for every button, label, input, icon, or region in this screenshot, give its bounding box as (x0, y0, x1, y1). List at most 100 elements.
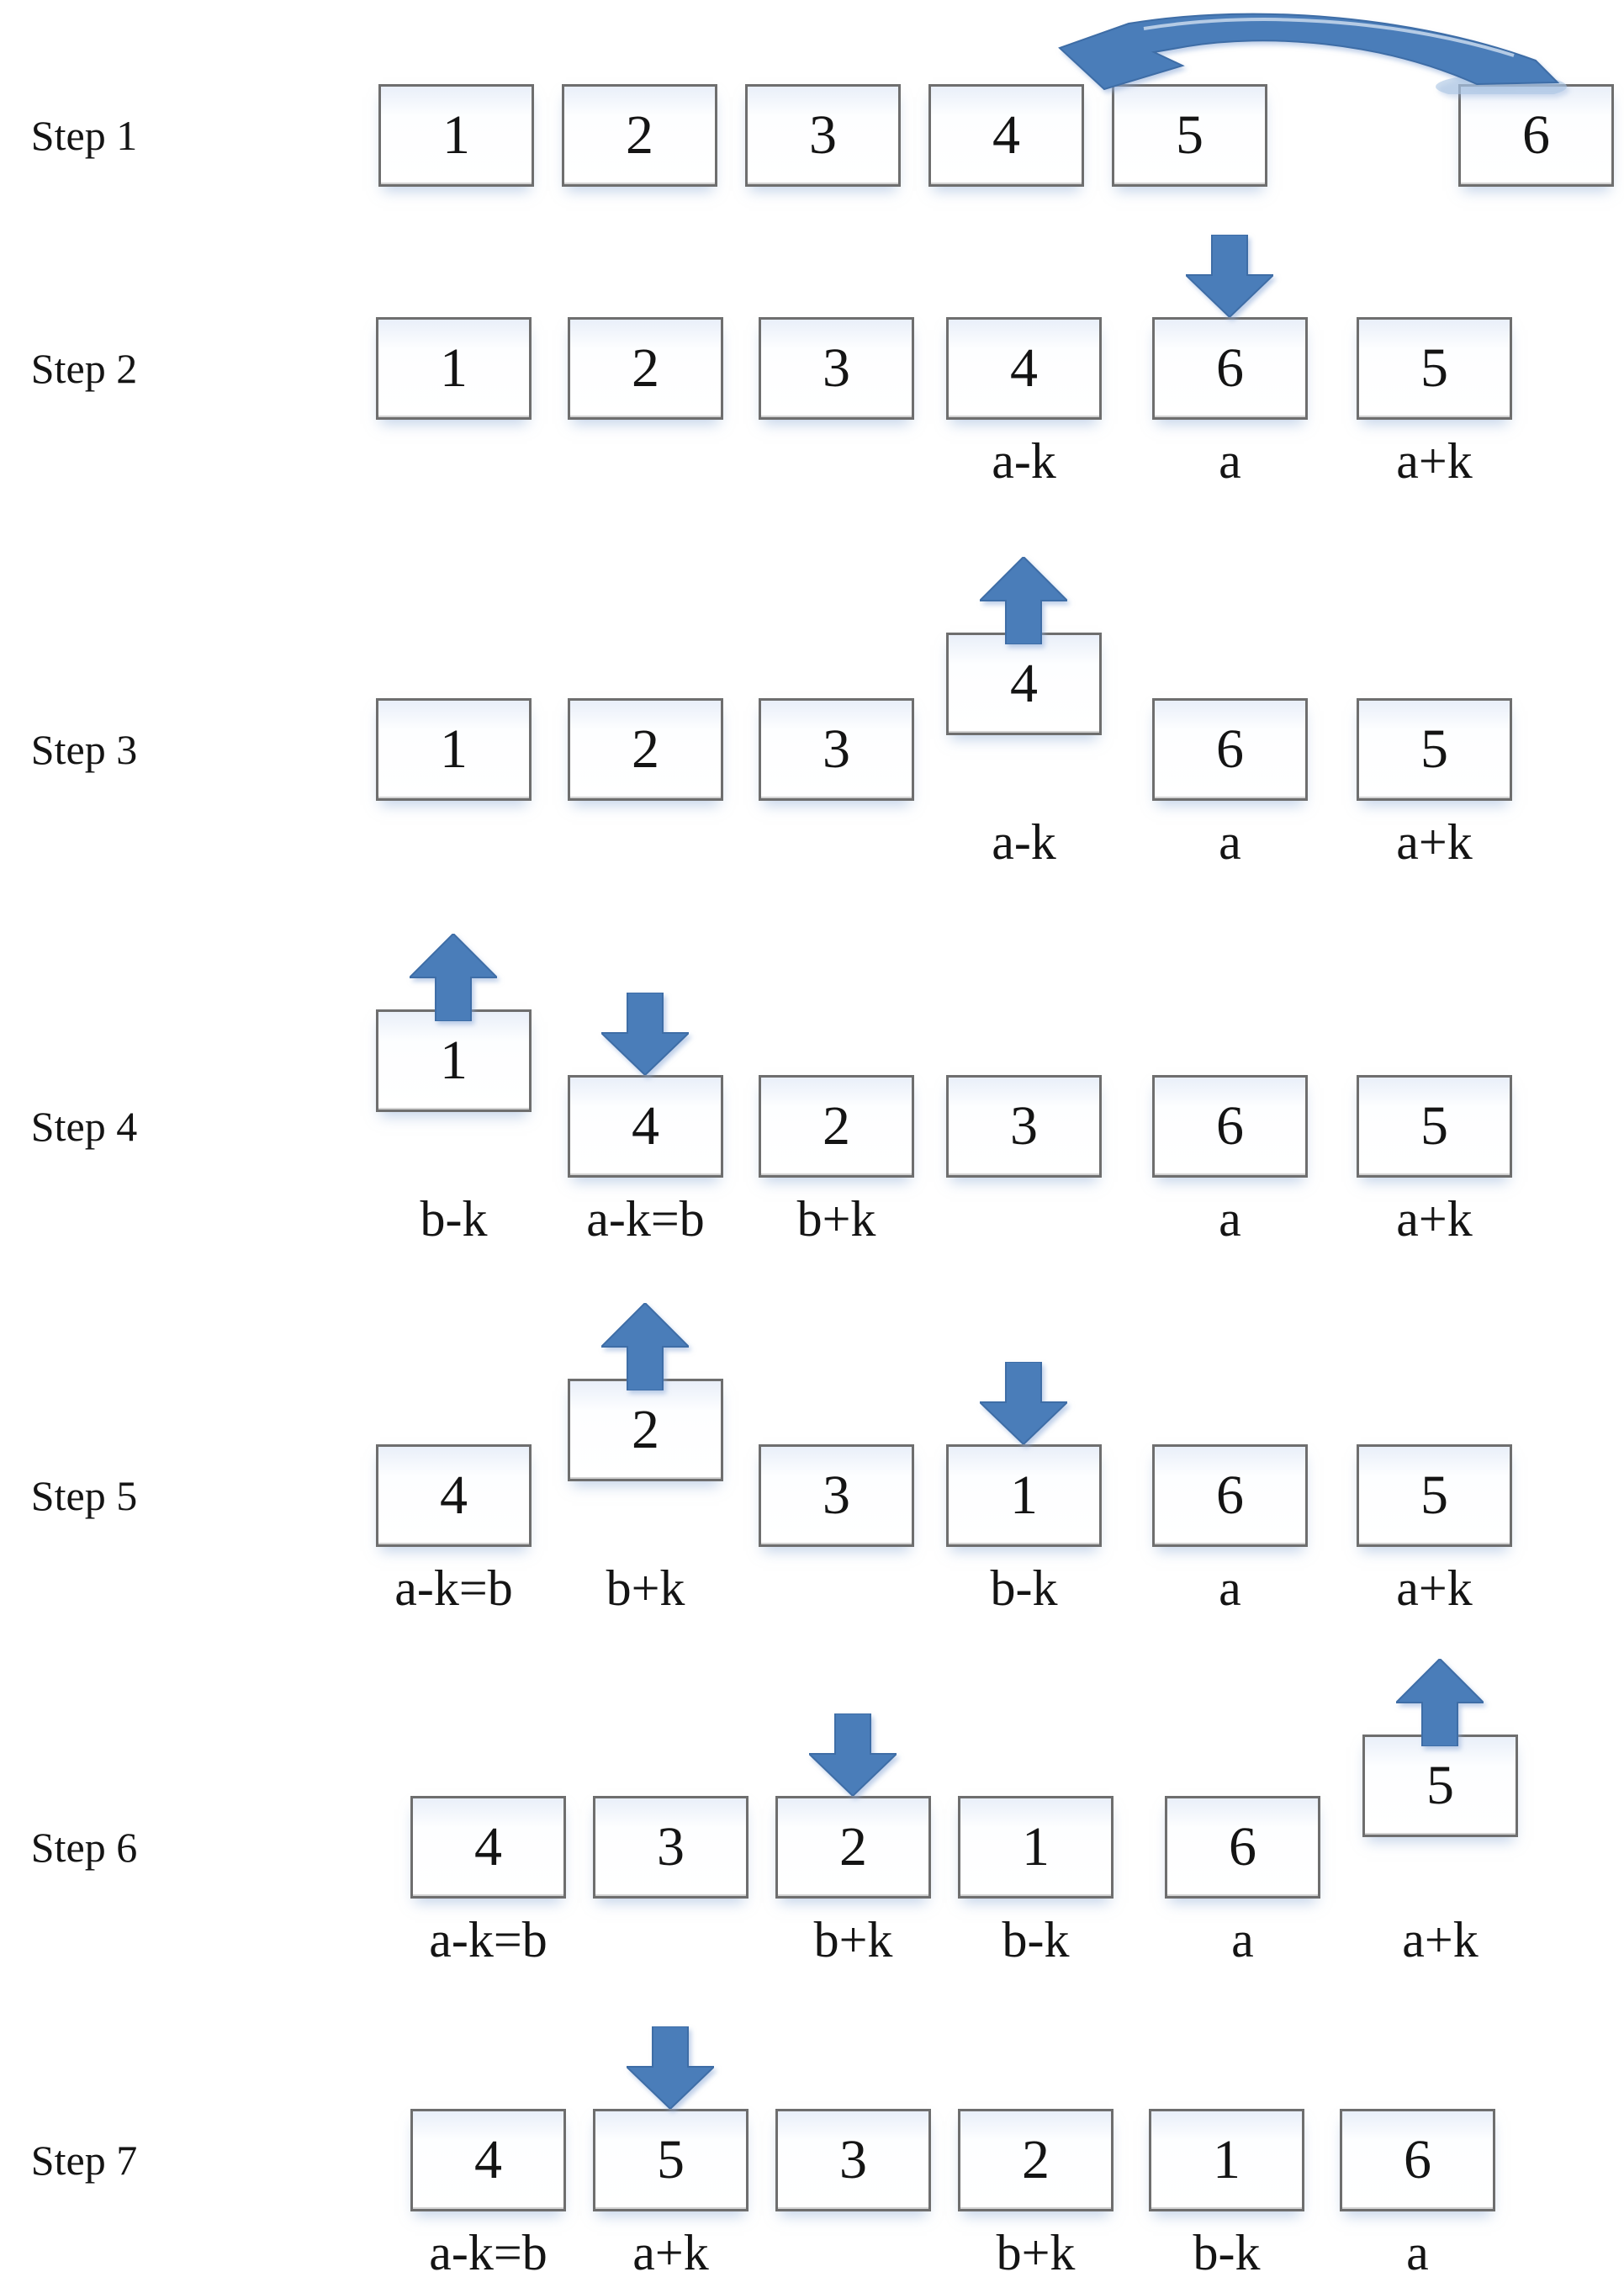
position-label: a+k (1396, 1191, 1473, 1247)
position-label: b-k (1002, 1912, 1070, 1968)
step-row-1: Step 1 1 2 3 4 5 6 (0, 13, 1624, 187)
box-number: 3 (823, 337, 850, 399)
position-label: a+k (1396, 1560, 1473, 1616)
position-label: a-k=b (586, 1191, 705, 1247)
element-box: 2 (958, 2109, 1114, 2211)
box-number: 3 (823, 718, 850, 780)
position-label: b+k (813, 1912, 893, 1968)
element-box: 6 (1152, 1444, 1308, 1547)
box-number: 6 (1216, 718, 1244, 780)
position-label: b-k (1193, 2225, 1261, 2280)
box-number: 1 (1010, 1464, 1038, 1526)
element-box-elevated: 4 (946, 633, 1102, 735)
step-label: Step 5 (30, 1472, 138, 1519)
step-label: Step 7 (30, 2137, 138, 2184)
position-label: b+k (796, 1191, 876, 1247)
box-number: 5 (1426, 1755, 1454, 1816)
element-box: 3 (745, 84, 901, 187)
box-number: 3 (1010, 1095, 1038, 1157)
position-label: a (1231, 1912, 1254, 1968)
box-number: 3 (839, 2129, 867, 2190)
step-label: Step 3 (30, 726, 138, 773)
box-number: 6 (1522, 104, 1550, 166)
step-label: Step 4 (30, 1103, 138, 1150)
box-number: 4 (992, 104, 1020, 166)
element-box: 3 (946, 1075, 1102, 1178)
box-number: 1 (442, 104, 470, 166)
up-arrow-icon (601, 1303, 689, 1390)
element-box: 6 (1165, 1796, 1320, 1899)
box-number: 5 (1420, 1095, 1448, 1157)
box-number: 4 (474, 2129, 502, 2190)
position-label: b+k (996, 2225, 1076, 2280)
box-number: 2 (823, 1095, 850, 1157)
down-arrow-icon (1186, 235, 1273, 317)
position-label: a-k=b (394, 1560, 513, 1616)
element-box: 3 (775, 2109, 931, 2211)
element-box: 1 (958, 1796, 1114, 1899)
element-box: 6 (1340, 2109, 1495, 2211)
down-arrow-icon (627, 2026, 714, 2109)
box-number: 6 (1216, 337, 1244, 399)
box-number: 6 (1229, 1816, 1256, 1878)
box-number: 1 (440, 337, 468, 399)
position-label: b-k (420, 1191, 488, 1247)
up-arrow-icon (1396, 1659, 1484, 1746)
element-box: 5 (593, 2109, 749, 2211)
step-row-6: Step 6 4 3 2 1 6 5 a-k=b b+k b-k a a+k (0, 1659, 1624, 1966)
position-label: a (1406, 2225, 1429, 2280)
position-label: a (1219, 1191, 1241, 1247)
step-label: Step 2 (30, 345, 138, 392)
box-number: 5 (1420, 718, 1448, 780)
box-number: 1 (440, 1030, 468, 1091)
element-box: 5 (1357, 1075, 1512, 1178)
element-box: 1 (1149, 2109, 1304, 2211)
step-row-2: Step 2 1 2 3 4 6 5 a-k a a+k (0, 235, 1624, 487)
element-box: 4 (410, 1796, 566, 1899)
box-number: 5 (657, 2129, 685, 2190)
position-label: a-k (992, 433, 1056, 489)
box-number: 2 (626, 104, 653, 166)
element-box: 4 (928, 84, 1084, 187)
box-number: 3 (823, 1464, 850, 1526)
element-box: 4 (946, 317, 1102, 420)
position-label: b-k (990, 1560, 1058, 1616)
element-box: 1 (376, 317, 532, 420)
element-box: 5 (1357, 1444, 1512, 1547)
down-arrow-icon (980, 1362, 1067, 1444)
element-box: 2 (562, 84, 717, 187)
position-label: b+k (606, 1560, 685, 1616)
box-number: 4 (632, 1095, 659, 1157)
element-box: 2 (568, 698, 723, 801)
box-number: 4 (474, 1816, 502, 1878)
down-arrow-icon (809, 1713, 897, 1796)
box-number: 6 (1216, 1464, 1244, 1526)
step-row-3: Step 3 1 2 3 4 6 5 a-k a a+k (0, 557, 1624, 868)
element-box: 3 (759, 1444, 914, 1547)
element-box: 1 (378, 84, 534, 187)
element-box: 6 (1152, 698, 1308, 801)
box-number: 2 (632, 1399, 659, 1460)
element-box: 5 (1357, 698, 1512, 801)
down-arrow-icon (601, 993, 689, 1075)
box-number: 1 (440, 718, 468, 780)
element-box: 5 (1112, 84, 1267, 187)
box-number: 2 (839, 1816, 867, 1878)
box-number: 2 (632, 337, 659, 399)
position-label: a-k=b (429, 2225, 548, 2280)
position-label: a-k (992, 814, 1056, 870)
box-number: 6 (1404, 2129, 1431, 2190)
step-row-7: Step 7 4 5 3 2 1 6 a-k=b a+k b+k b-k a (0, 2026, 1624, 2279)
element-box: 2 (568, 317, 723, 420)
step-row-4: Step 4 1 4 2 3 6 5 b-k a-k=b b+k a a+k (0, 934, 1624, 1245)
curved-swap-arrow-icon (1058, 13, 1567, 94)
box-number: 1 (1213, 2129, 1240, 2190)
position-label: a+k (1396, 814, 1473, 870)
position-label: a (1219, 433, 1241, 489)
position-label: a+k (1402, 1912, 1479, 1968)
element-box: 5 (1357, 317, 1512, 420)
box-number: 4 (1010, 337, 1038, 399)
box-number: 5 (1420, 337, 1448, 399)
element-box: 6 (1458, 84, 1614, 187)
